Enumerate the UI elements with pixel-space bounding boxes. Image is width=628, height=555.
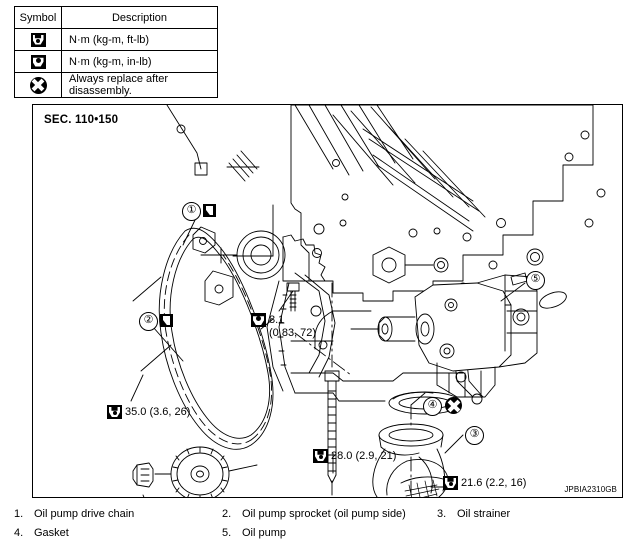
- legend-cell-description: Always replace after disassembly.: [61, 72, 218, 98]
- callout-5: ⑤: [526, 271, 545, 290]
- bolt-group: [286, 282, 340, 484]
- part-label: Oil pump drive chain: [34, 508, 135, 520]
- callout-1: ①: [182, 202, 201, 221]
- section-label: SEC. 110•150: [44, 114, 119, 126]
- legend-row-ftlb: N·m (kg-m, ft-lb): [14, 28, 218, 51]
- torque-ftlb-icon: [107, 405, 122, 419]
- torque-ftlb-icon: [443, 476, 458, 490]
- part-item-1: 1. Oil pump drive chain: [14, 508, 134, 520]
- torque-ftlb-icon: [30, 32, 46, 47]
- oil-pump-sprocket: [132, 446, 258, 497]
- part-number: 1.: [14, 508, 24, 520]
- torque-ftlb-icon: [313, 449, 328, 463]
- oil-pump-body: [290, 272, 538, 398]
- callout-4: ④: [423, 397, 442, 416]
- torque-spec-35-0: 35.0 (3.6, 26): [107, 405, 190, 419]
- part-item-5: 5. Oil pump: [222, 527, 286, 539]
- callout-3: ③: [465, 426, 484, 445]
- parts-row-1: 1. Oil pump drive chain 2. Oil pump sprock…: [0, 508, 628, 527]
- part-number: 4.: [14, 527, 24, 539]
- part-item-4: 4. Gasket: [14, 527, 69, 539]
- part-label: Gasket: [34, 527, 69, 539]
- oil-pump-drive-chain: [158, 227, 274, 450]
- torque-inlb-icon: [251, 313, 266, 327]
- part-item-3: 3. Oil strainer: [437, 508, 510, 520]
- leader-lines: [130, 204, 526, 497]
- torque-spec-8-1-sub: (0.83, 72): [269, 327, 317, 339]
- callout-2: ②: [139, 312, 158, 331]
- legend-cell-symbol: [14, 28, 62, 51]
- legend-row-replace: Always replace after disassembly.: [14, 72, 218, 98]
- always-replace-icon: [29, 76, 47, 94]
- part-label: Oil strainer: [457, 508, 511, 520]
- part-number: 3.: [437, 508, 447, 520]
- figure-code: JPBIA2310GB: [564, 485, 617, 494]
- exploded-view-diagram: SEC. 110•150: [32, 104, 623, 498]
- legend-cell-description: N·m (kg-m, in-lb): [61, 50, 218, 73]
- callout-1-marker-icon: [203, 204, 216, 217]
- torque-spec-21-6: 21.6 (2.2, 16): [443, 476, 526, 490]
- legend-header-symbol: Symbol: [14, 6, 62, 29]
- callout-4-replace-icon: [445, 397, 462, 414]
- part-label: Oil pump: [242, 527, 287, 539]
- torque-inlb-icon: [30, 54, 46, 69]
- technical-line-art: [130, 105, 606, 497]
- engine-block-group: [166, 105, 606, 405]
- parts-row-2: 4. Gasket 5. Oil pump: [0, 527, 628, 546]
- torque-spec-28-0: 28.0 (2.9, 21): [313, 449, 396, 463]
- parts-legend-list: 1. Oil pump drive chain 2. Oil pump sprock…: [0, 508, 628, 546]
- legend-row-inlb: N·m (kg-m, in-lb): [14, 50, 218, 73]
- torque-spec-8-1: 8.1 (0.83, 72): [251, 313, 316, 340]
- legend-cell-symbol: [14, 72, 62, 98]
- legend-cell-description: N·m (kg-m, ft-lb): [61, 28, 218, 51]
- legend-cell-symbol: [14, 50, 62, 73]
- legend-header-description: Description: [61, 6, 218, 29]
- callout-2-marker-icon: [160, 314, 173, 327]
- part-item-2: 2. Oil pump sprocket (oil pump side): [222, 508, 406, 520]
- part-number: 2.: [222, 508, 232, 520]
- part-label: Oil pump sprocket (oil pump side): [242, 508, 406, 520]
- legend-header-row: Symbol Description: [14, 6, 218, 29]
- part-number: 5.: [222, 527, 232, 539]
- symbol-legend-table: Symbol Description N·m (kg-m, ft-lb) N·m…: [14, 6, 218, 98]
